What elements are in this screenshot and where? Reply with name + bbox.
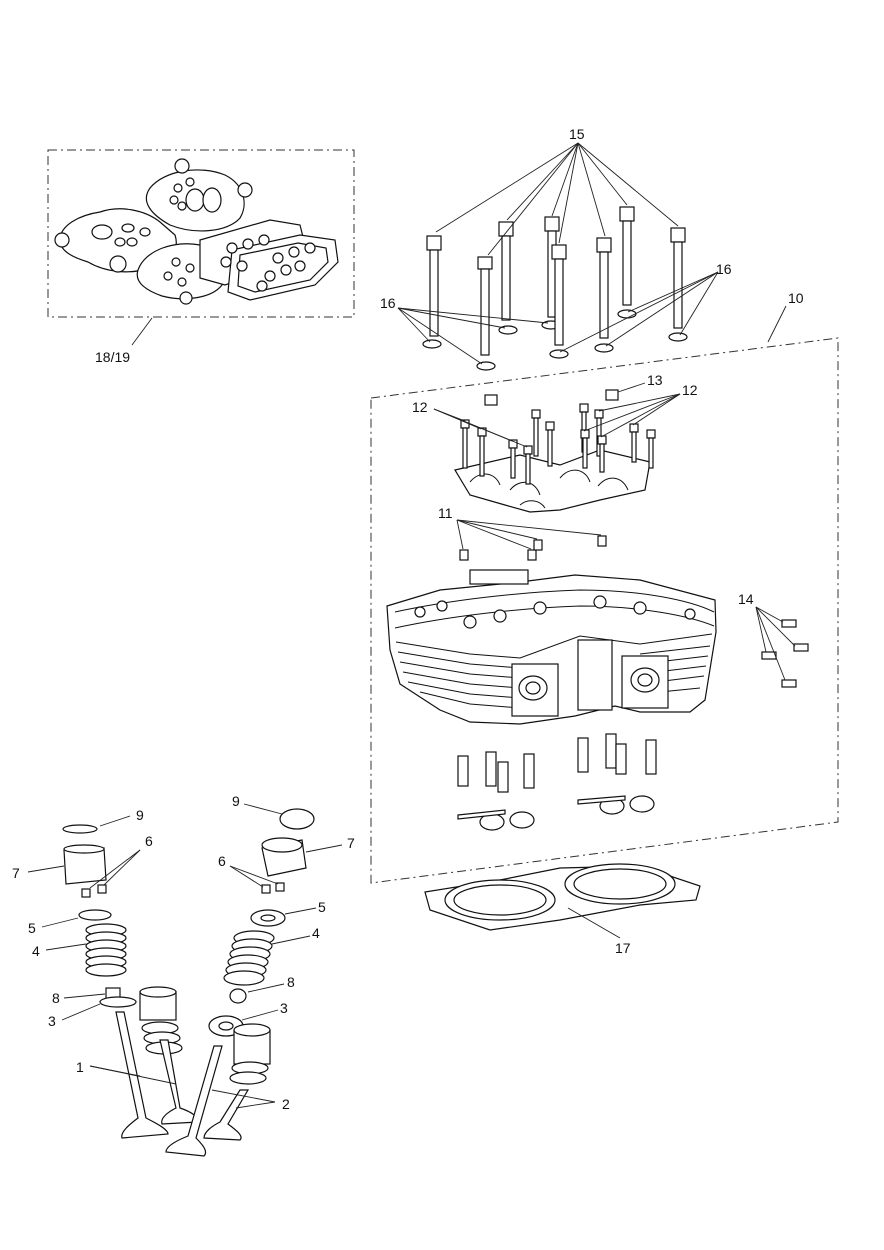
exhaust-valve-a <box>165 1045 223 1157</box>
dowels-group: 11 <box>438 505 607 561</box>
label-washers-left: 16 <box>380 295 396 311</box>
gasket-plate-top <box>145 158 253 232</box>
spring-right <box>223 930 275 986</box>
head-bolt <box>549 244 569 359</box>
label-seat-right: 3 <box>280 1000 288 1016</box>
cam-cap-bolts <box>460 403 656 485</box>
retainer-left <box>78 909 112 921</box>
label-spring-left: 4 <box>32 943 40 959</box>
label-inlet-valves: 1 <box>76 1059 84 1075</box>
plug-right <box>605 389 619 401</box>
exhaust-valve-b <box>203 1089 250 1141</box>
head-bolt <box>422 235 442 349</box>
cylinder-head-assy-group: 10 <box>370 290 839 884</box>
label-collets-left: 6 <box>145 833 153 849</box>
cam-cover-gaskets <box>199 219 339 301</box>
cam-cap-group: 13 12 12 <box>412 372 698 513</box>
label-exhaust-valves: 2 <box>282 1096 290 1112</box>
label-seal-left: 8 <box>52 990 60 1006</box>
head-bolt <box>594 237 614 353</box>
label-shim-left: 9 <box>136 807 144 823</box>
valve-guide-a <box>139 986 183 1055</box>
label-spring-right: 4 <box>312 925 320 941</box>
label-seal-right: 8 <box>287 974 295 990</box>
shim-right <box>279 808 315 830</box>
label-washers-right: 16 <box>716 261 732 277</box>
label-bucket-right: 7 <box>347 835 355 851</box>
label-collets-right: 6 <box>218 853 226 869</box>
label-retainer-left: 5 <box>28 920 36 936</box>
valve-guide-b <box>229 1023 271 1085</box>
plug-left <box>484 394 498 406</box>
label-bucket-left: 7 <box>12 865 20 881</box>
label-cam-cap-bolts-left: 12 <box>412 399 428 415</box>
right-valve-train: 9 7 6 5 4 8 3 <box>165 793 355 1157</box>
label-shim-right: 9 <box>232 793 240 809</box>
label-studs: 14 <box>738 591 754 607</box>
label-head-gasket: 17 <box>615 940 631 956</box>
label-head-bolts: 15 <box>569 126 585 142</box>
left-valve-train: 9 7 6 5 4 8 3 <box>12 807 199 1139</box>
spring-left <box>85 923 127 977</box>
valve-guides-group <box>457 733 657 831</box>
seat-left <box>99 996 137 1008</box>
head-bolts-group: 15 16 16 <box>380 126 732 371</box>
head-bolt <box>498 221 518 335</box>
seal-right <box>229 988 247 1004</box>
shim-left <box>62 824 98 834</box>
head-bolt <box>476 256 496 371</box>
studs-group: 14 <box>738 591 809 688</box>
label-cylinder-head-assy: 10 <box>788 290 804 306</box>
inlet-valve-a <box>115 1011 169 1139</box>
head-bolt <box>617 206 637 319</box>
label-cam-cap-bolts-right: 12 <box>682 382 698 398</box>
head-gasket-group: 17 <box>424 863 701 956</box>
head-bolt <box>668 227 688 342</box>
label-retainer-right: 5 <box>318 899 326 915</box>
label-dowels: 11 <box>438 505 453 521</box>
label-seat-left: 3 <box>48 1013 56 1029</box>
gasket-kit-dashed-frame <box>47 149 355 318</box>
label-plug: 13 <box>647 372 663 388</box>
cylinder-head-body <box>386 569 717 725</box>
gasket-kit-group: 18/19 <box>47 149 355 365</box>
head-assy-dashed-frame <box>370 337 839 884</box>
label-gasket-kit: 18/19 <box>95 349 130 365</box>
